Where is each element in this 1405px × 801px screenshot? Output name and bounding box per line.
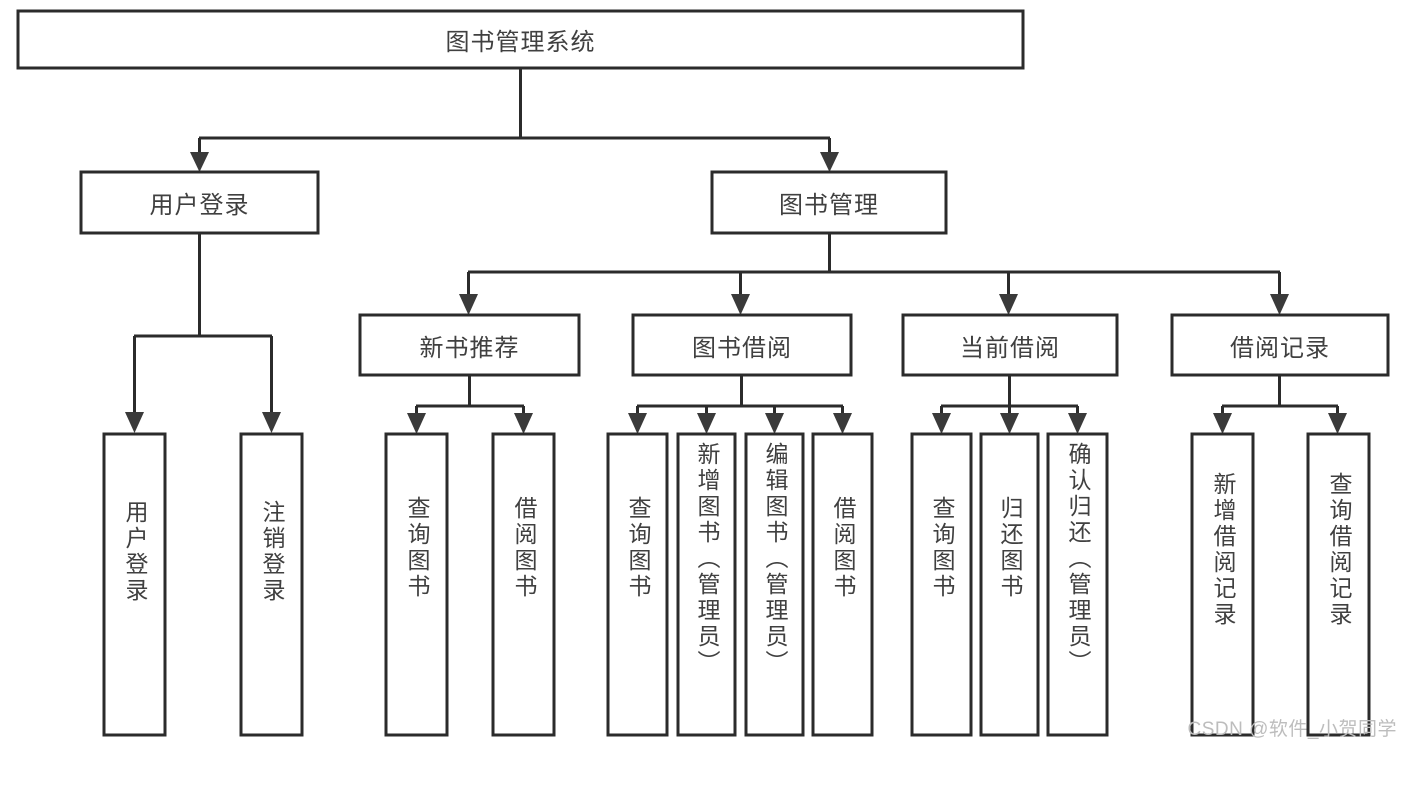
arrow-head-cb-leaf1 (932, 413, 951, 434)
node-box-leaf-bb-borrow-book[interactable] (811, 432, 874, 737)
arrow-head-bb-leaf4 (833, 413, 852, 434)
arrow-head-userlogin (190, 152, 209, 172)
arrow-head-borrow-record (1270, 294, 1289, 315)
node-box-borrow-record[interactable] (1170, 313, 1390, 377)
node-box-leaf-cb-return-book[interactable] (979, 432, 1040, 737)
node-box-book-management[interactable] (710, 170, 948, 235)
arrow-head-bb-leaf3 (765, 413, 784, 434)
arrow-head-cb-leaf2 (1000, 413, 1019, 434)
arrow-head-br-leaf1 (1213, 413, 1232, 434)
node-box-leaf-nb-query-book[interactable] (384, 432, 449, 737)
node-box-leaf-br-query-record[interactable] (1306, 432, 1371, 737)
watermark: CSDN @软件_小贺同学 (1187, 719, 1397, 740)
node-box-leaf-cb-query-book[interactable] (910, 432, 973, 737)
arrow-head-cb-leaf3 (1068, 413, 1087, 434)
arrow-head-bb-leaf1 (628, 413, 647, 434)
arrow-head-nb-leaf1 (407, 413, 426, 434)
node-box-leaf-bb-add-book[interactable] (676, 432, 737, 737)
node-box-new-book-recommend[interactable] (358, 313, 581, 377)
node-box-leaf-bb-query-book[interactable] (606, 432, 669, 737)
arrow-head-current-borrow (999, 294, 1018, 315)
arrow-head-bookmgmt (820, 152, 839, 172)
node-box-leaf-logout[interactable] (239, 432, 304, 737)
node-box-leaf-br-add-record[interactable] (1190, 432, 1255, 737)
node-box-current-borrow[interactable] (901, 313, 1119, 377)
node-box-root[interactable] (16, 9, 1025, 70)
arrow-head-leaf-user-login (125, 412, 144, 433)
node-box-book-borrow[interactable] (631, 313, 853, 377)
arrow-head-new-book-rec (459, 294, 478, 315)
node-box-leaf-bb-edit-book[interactable] (744, 432, 805, 737)
arrow-head-book-borrow (731, 294, 750, 315)
arrow-head-leaf-logout (262, 412, 281, 433)
arrow-head-bb-leaf2 (697, 413, 716, 434)
arrow-head-br-leaf2 (1328, 413, 1347, 434)
node-box-leaf-nb-borrow-book[interactable] (491, 432, 556, 737)
node-box-leaf-cb-confirm-return[interactable] (1046, 432, 1109, 737)
node-box-user-login[interactable] (79, 170, 320, 235)
diagram-root: 图书管理系统 用户登录 图书管理 新书推荐 图书借阅 当前借阅 借阅记录 用户登… (16, 9, 1397, 740)
diagram-canvas (16, 9, 1390, 737)
node-box-leaf-user-login[interactable] (102, 432, 167, 737)
arrow-head-nb-leaf2 (514, 413, 533, 434)
